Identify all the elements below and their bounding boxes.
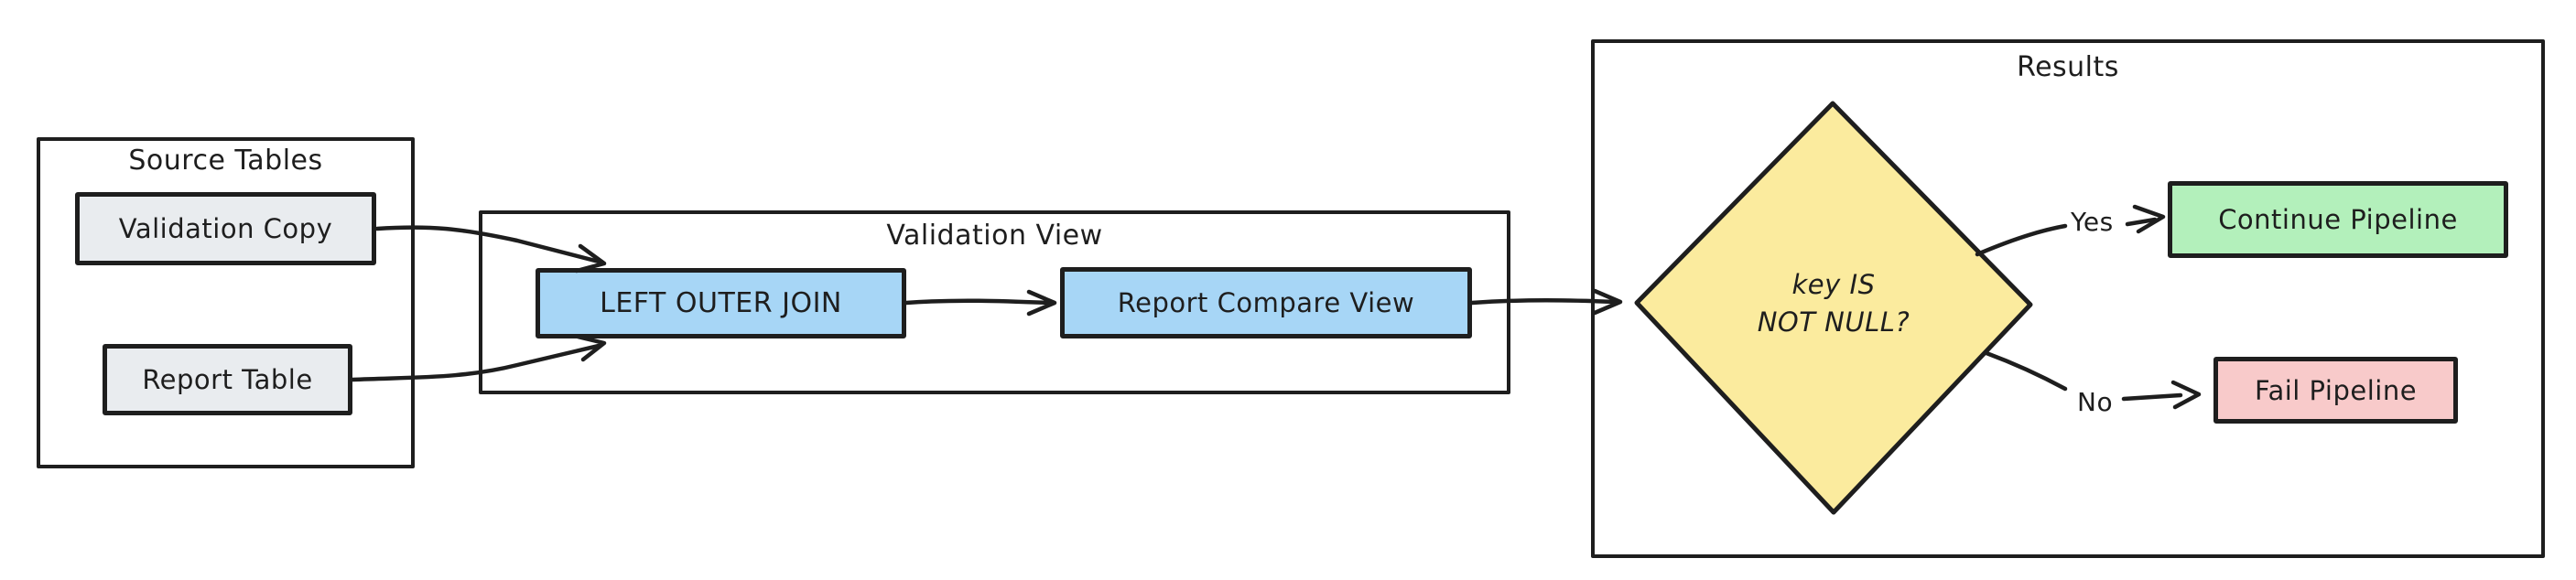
continue-pipeline-node: Continue Pipeline [2168,181,2508,258]
validation-copy-node: Validation Copy [75,192,376,265]
yes-label: Yes [2071,207,2114,237]
report-table-node: Report Table [103,344,352,415]
validation-copy-label: Validation Copy [118,213,333,244]
source-tables-group [37,137,415,468]
left-outer-join-label: LEFT OUTER JOIN [600,287,842,319]
continue-pipeline-label: Continue Pipeline [2218,204,2458,235]
decision-label-line2: NOT NULL? [1757,306,1910,338]
report-compare-view-node: Report Compare View [1060,267,1472,338]
no-label: No [2077,387,2114,417]
fail-pipeline-label: Fail Pipeline [2254,374,2418,406]
results-label: Results [2017,51,2119,83]
decision-label-line1: key IS [1791,269,1876,300]
fail-pipeline-node: Fail Pipeline [2213,357,2458,424]
source-tables-label: Source Tables [128,145,323,177]
report-table-label: Report Table [142,364,313,395]
left-outer-join-node: LEFT OUTER JOIN [536,268,906,338]
report-compare-view-label: Report Compare View [1117,287,1415,318]
validation-view-label: Validation View [886,220,1103,252]
decision-label: key IS NOT NULL? [1696,266,1971,341]
